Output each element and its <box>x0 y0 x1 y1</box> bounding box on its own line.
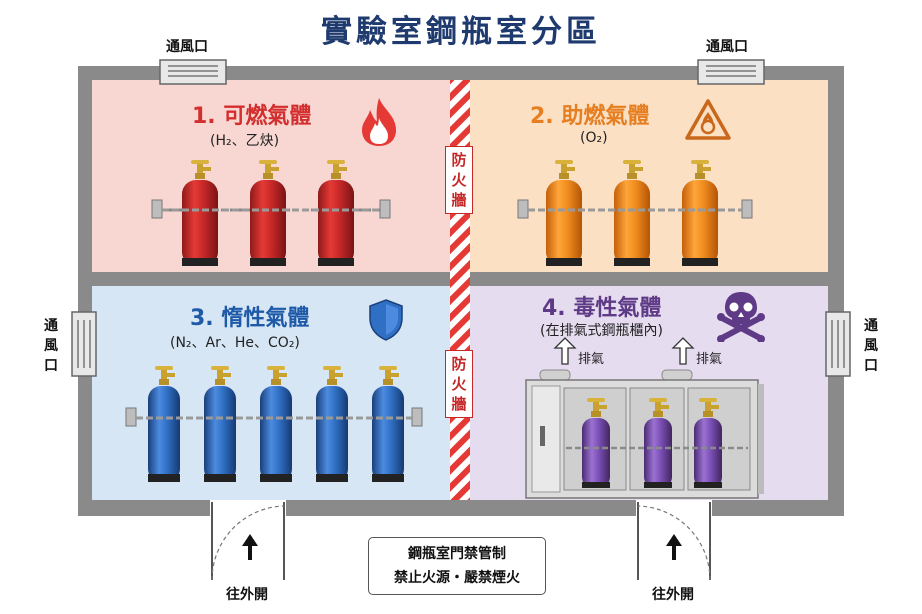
vent-label-left: 通 風 口 <box>44 318 58 374</box>
door-label-left: 往外開 <box>226 587 268 603</box>
inert-cylinders <box>125 366 423 482</box>
vent-label-top-right: 通風口 <box>706 39 748 55</box>
zone-4-subtitle: (在排氣式鋼瓶櫃內) <box>540 323 663 339</box>
zone-4-title: 4. 毒性氣體 <box>542 296 662 321</box>
shield-icon <box>369 299 403 341</box>
exhaust-label-1: 排氣 <box>578 352 605 367</box>
access-notice: 鋼瓶室門禁管制 禁止火源・嚴禁煙火 <box>368 537 546 595</box>
zone-2-subtitle: (O₂) <box>580 130 608 146</box>
zone-1-subtitle: (H₂、乙炔) <box>210 133 280 149</box>
page-title: 實驗室鋼瓶室分區 <box>321 14 601 50</box>
firewall-label-lower: 防 火 牆 <box>445 350 473 418</box>
notice-line-1: 鋼瓶室門禁管制 <box>408 546 506 562</box>
zone-1-title: 1. 可燃氣體 <box>192 104 312 129</box>
zone-3-subtitle: (N₂、Ar、He、CO₂) <box>170 335 300 351</box>
vent-label-right: 通 風 口 <box>864 318 878 374</box>
vent-label-top-left: 通風口 <box>166 39 208 55</box>
zone-2-title: 2. 助燃氣體 <box>530 104 650 129</box>
notice-line-2: 禁止火源・嚴禁煙火 <box>394 570 520 586</box>
exhaust-cabinet <box>525 337 764 499</box>
firewall-label-upper: 防 火 牆 <box>445 146 473 214</box>
zone-3-title: 3. 惰性氣體 <box>190 306 310 331</box>
skull-crossbones-icon <box>717 292 765 342</box>
oxidizer-cylinders <box>517 160 753 266</box>
flame-icon <box>362 98 396 146</box>
flammable-cylinders <box>151 160 391 266</box>
exhaust-label-2: 排氣 <box>696 352 723 367</box>
door-label-right: 往外開 <box>652 587 694 603</box>
oxidizer-warning-icon <box>685 99 731 140</box>
